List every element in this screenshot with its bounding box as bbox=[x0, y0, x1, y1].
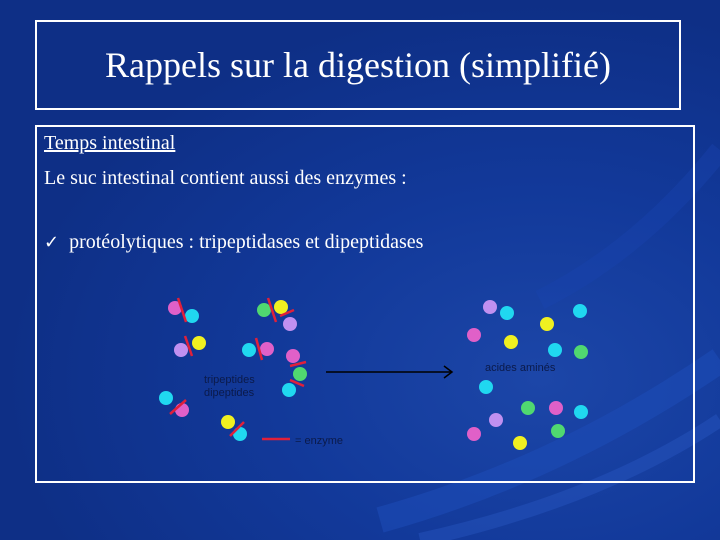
label-tripeptides: tripeptides bbox=[204, 374, 255, 386]
content-box: Temps intestinal Le suc intestinal conti… bbox=[35, 125, 695, 483]
enzyme-legend: = enzyme bbox=[262, 435, 343, 447]
reaction-arrow bbox=[326, 365, 454, 379]
title-box: Rappels sur la digestion (simplifié) bbox=[35, 20, 681, 110]
label-amino-acids: acides aminés bbox=[485, 362, 556, 374]
amino-acids bbox=[467, 300, 588, 450]
checkmark-icon: ✓ bbox=[44, 232, 60, 253]
slide-title: Rappels sur la digestion (simplifié) bbox=[105, 45, 611, 85]
bullet-item: ✓ protéolytiques : tripeptidases et dipe… bbox=[44, 231, 423, 254]
peptide-molecule bbox=[174, 335, 206, 357]
bullet-text: protéolytiques : tripeptidases et dipept… bbox=[69, 231, 424, 253]
peptide-molecule bbox=[168, 297, 199, 323]
peptide-molecule bbox=[257, 297, 297, 331]
peptide-molecule bbox=[282, 349, 307, 397]
legend-enzyme-label: = enzyme bbox=[295, 435, 343, 447]
label-dipeptides: dipeptides bbox=[204, 387, 255, 399]
peptide-molecule bbox=[242, 337, 274, 361]
section-heading: Temps intestinal bbox=[44, 132, 176, 154]
peptide-molecule bbox=[221, 415, 247, 441]
intro-text: Le suc intestinal contient aussi des enz… bbox=[44, 167, 407, 189]
peptide-molecule bbox=[159, 391, 189, 417]
